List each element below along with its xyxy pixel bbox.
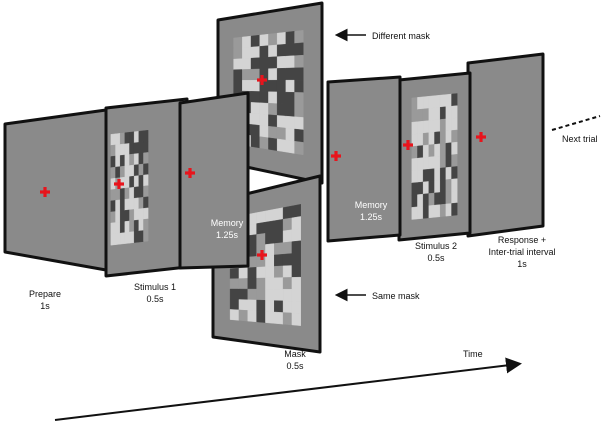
- fixation-cross-icon: [257, 250, 267, 260]
- fixation-cross-icon: [185, 168, 195, 178]
- next-trial-dashed-line: [551, 115, 601, 131]
- panel-memory-2: [326, 75, 402, 243]
- fixation-cross-icon: [476, 132, 486, 142]
- fixation-cross-icon: [403, 140, 413, 150]
- fixation-cross-icon: [40, 187, 50, 197]
- annotation-next-trial: Next trial: [562, 134, 598, 144]
- panel-stimulus-2: [397, 71, 472, 242]
- panel-response: [466, 52, 545, 238]
- panel-stimulus-2-noise-pattern: [411, 93, 458, 220]
- panel-stimulus-1-noise-pattern: [110, 129, 149, 246]
- panel-memory-1: [178, 91, 250, 270]
- panel-memory-1-frame: [178, 91, 250, 270]
- fixation-cross-icon: [331, 151, 341, 161]
- annotation-time: Time: [463, 349, 483, 359]
- panel-prepare: [3, 108, 108, 272]
- fixation-cross-icon: [257, 75, 267, 85]
- fixation-cross-icon: [114, 179, 124, 189]
- annotation-different-mask: Different mask: [372, 31, 430, 41]
- panel-prepare-frame: [3, 108, 108, 272]
- annotation-same-mask: Same mask: [372, 291, 420, 301]
- panel-stimulus-1: [104, 97, 189, 278]
- time-axis-arrow-icon: [54, 357, 522, 421]
- panel-memory-2-frame: [326, 75, 402, 243]
- panel-response-frame: [466, 52, 545, 238]
